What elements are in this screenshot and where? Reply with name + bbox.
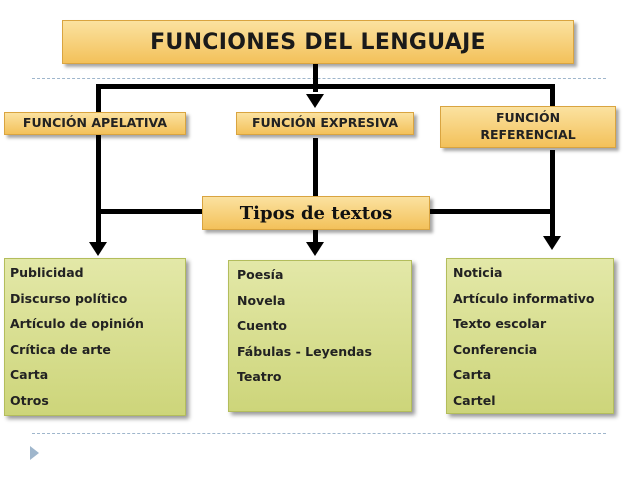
- connector-left-vertical: [96, 133, 101, 243]
- list-item: Carta: [453, 367, 492, 382]
- top-divider: [32, 78, 606, 79]
- function-apelativa-label: FUNCIÓN APELATIVA: [22, 115, 168, 131]
- connector-left-top: [96, 84, 101, 112]
- list-item: Novela: [237, 292, 286, 308]
- list-item: Otros: [10, 392, 49, 408]
- function-apelativa-box: FUNCIÓN APELATIVA: [4, 112, 186, 135]
- connector-top-horizontal: [96, 84, 555, 89]
- list-item: Noticia: [453, 265, 503, 280]
- apelativa-text-list: Publicidad Discurso político Artículo de…: [4, 258, 186, 416]
- list-item: Texto escolar: [453, 316, 547, 331]
- connector-title-down: [313, 62, 318, 92]
- function-expresiva-box: FUNCIÓN EXPRESIVA: [236, 112, 414, 135]
- bottom-divider: [32, 433, 606, 434]
- diagram-title: FUNCIONES DEL LENGUAJE: [62, 20, 574, 64]
- list-item: Carta: [10, 367, 49, 382]
- list-item: Cartel: [453, 392, 496, 408]
- tipos-de-textos-box: Tipos de textos: [202, 196, 430, 230]
- list-item: Publicidad: [10, 265, 84, 280]
- expresiva-text-list: Poesía Novela Cuento Fábulas - Leyendas …: [228, 260, 412, 412]
- arrow-down-left: [89, 242, 107, 256]
- list-item: Teatro: [237, 369, 282, 384]
- connector-right-vertical: [550, 150, 555, 242]
- arrow-down-right: [543, 236, 561, 250]
- list-item: Cuento: [237, 318, 288, 333]
- function-referencial-box: FUNCIÓN REFERENCIAL: [440, 106, 616, 148]
- list-item: Discurso político: [10, 290, 128, 306]
- arrow-down-expresiva: [306, 94, 324, 108]
- function-referencial-label-line1: FUNCIÓN: [495, 110, 561, 126]
- referencial-text-list: Noticia Artículo informativo Texto escol…: [446, 258, 614, 414]
- list-item: Poesía: [237, 267, 284, 282]
- list-item: Conferencia: [453, 341, 538, 357]
- slide-bullet-icon: [30, 446, 39, 460]
- connector-center-vertical: [313, 138, 318, 242]
- connector-right-top: [550, 84, 555, 108]
- list-item: Fábulas - Leyendas: [237, 343, 372, 359]
- arrow-down-center: [306, 242, 324, 256]
- list-item: Crítica de arte: [10, 341, 111, 357]
- list-item: Artículo de opinión: [10, 316, 144, 331]
- list-item: Artículo informativo: [453, 290, 595, 306]
- function-expresiva-label: FUNCIÓN EXPRESIVA: [251, 115, 399, 131]
- function-referencial-label-line2: REFERENCIAL: [480, 127, 576, 142]
